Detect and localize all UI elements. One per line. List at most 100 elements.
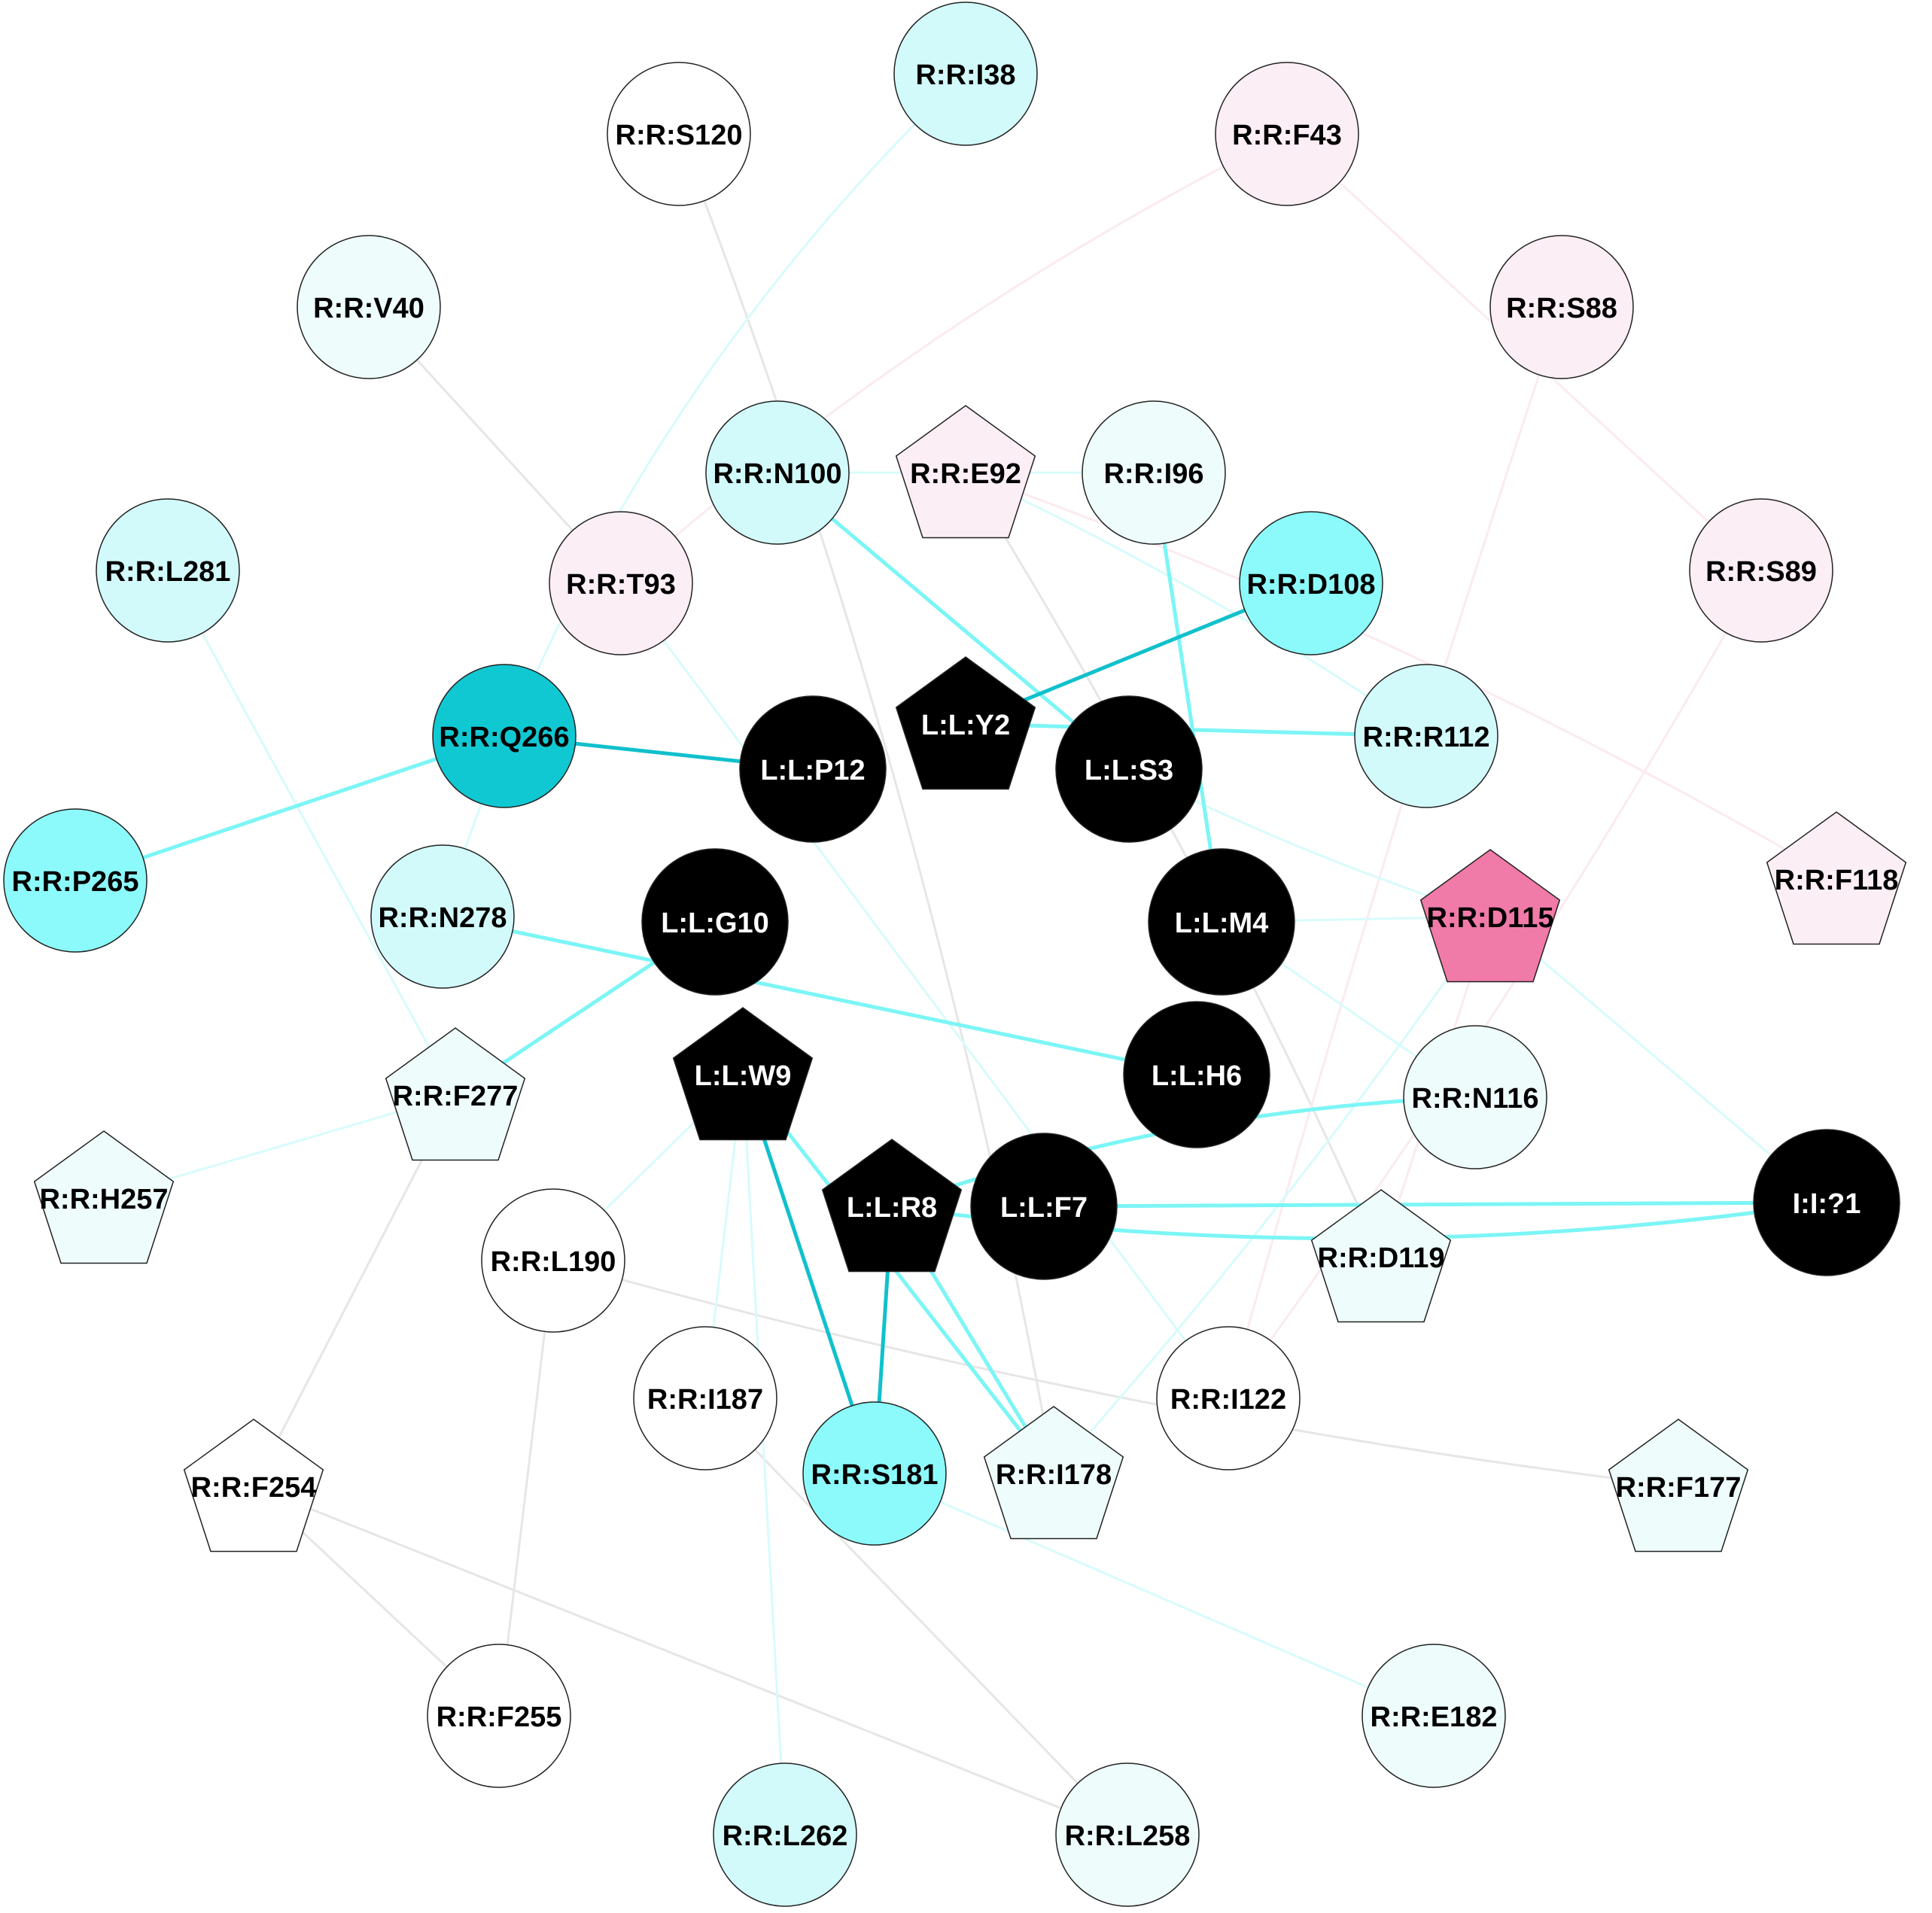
node-r-r-s88: R:R:S88 — [1489, 235, 1634, 379]
node-r-r-d119-label: R:R:D119 — [1318, 1242, 1445, 1274]
node-r-r-i38-label: R:R:I38 — [915, 59, 1015, 91]
node-r-r-q266-shape — [432, 664, 577, 808]
node-r-r-d119-shape — [1310, 1189, 1452, 1323]
node-r-r-f255-label: R:R:F255 — [437, 1702, 562, 1733]
node-r-r-n100-shape — [705, 400, 850, 545]
edge-r-r-n278-to-l-l-h6 — [440, 914, 1199, 1077]
node-l-l-r8-label: L:L:R8 — [847, 1192, 937, 1224]
edge-r-r-f43-to-r-r-t93 — [619, 132, 1289, 585]
node-i-i-1: I:I:?1 — [1753, 1129, 1900, 1276]
node-r-r-f118: R:R:F118 — [1766, 811, 1907, 945]
node-r-r-l281-label: R:R:L281 — [105, 556, 231, 588]
node-layer: L:L:Y2L:L:S3L:L:M4L:L:H6L:L:F7L:L:R8L:L:… — [3, 2, 1907, 1907]
edge-r-r-e92-to-r-r-r112 — [964, 471, 1428, 738]
node-r-r-f118-label: R:R:F118 — [1775, 865, 1899, 896]
node-r-r-d108-label: R:R:D108 — [1246, 569, 1375, 601]
node-l-l-s3-shape — [1055, 695, 1203, 843]
node-r-r-p265-label: R:R:P265 — [12, 866, 139, 898]
node-r-r-f177-shape — [1608, 1419, 1749, 1553]
node-r-r-n278-shape — [370, 844, 515, 989]
node-r-r-i96-label: R:R:I96 — [1103, 458, 1203, 490]
node-r-r-f255-shape — [427, 1644, 571, 1788]
node-r-r-f277-label: R:R:F277 — [393, 1081, 519, 1112]
node-r-r-l262: R:R:L262 — [713, 1762, 857, 1907]
node-r-r-i96-shape — [1082, 400, 1226, 545]
node-r-r-s181-label: R:R:S181 — [811, 1459, 939, 1491]
node-r-r-f43-label: R:R:F43 — [1232, 120, 1342, 151]
edge-r-r-e92-to-r-r-f118 — [964, 471, 1838, 880]
node-l-l-g10-shape — [641, 848, 789, 996]
node-l-l-f7: L:L:F7 — [970, 1133, 1118, 1280]
edge-r-r-s181-to-r-r-e182 — [873, 1472, 1435, 1717]
node-l-l-p12-label: L:L:P12 — [760, 755, 865, 786]
node-l-l-p12-shape — [739, 695, 887, 843]
node-l-l-h6: L:L:H6 — [1123, 1001, 1270, 1148]
node-l-l-f7-shape — [970, 1133, 1118, 1280]
node-l-l-p12: L:L:P12 — [739, 695, 887, 843]
node-r-r-n116-label: R:R:N116 — [1412, 1083, 1539, 1115]
node-r-r-l262-label: R:R:L262 — [723, 1820, 848, 1852]
node-l-l-w9: L:L:W9 — [672, 1007, 814, 1141]
node-r-r-r112-shape — [1354, 664, 1498, 808]
node-r-r-l262-shape — [713, 1762, 857, 1907]
node-r-r-q266-label: R:R:Q266 — [439, 722, 569, 753]
node-r-r-d108-shape — [1239, 511, 1383, 655]
node-r-r-t93: R:R:T93 — [549, 511, 693, 655]
node-r-r-i38: R:R:I38 — [893, 2, 1038, 146]
node-r-r-i187: R:R:I187 — [633, 1326, 777, 1470]
node-l-l-r8: L:L:R8 — [821, 1139, 963, 1273]
node-r-r-s120: R:R:S120 — [607, 62, 751, 206]
node-r-r-f255: R:R:F255 — [427, 1644, 571, 1788]
node-l-l-h6-shape — [1123, 1001, 1270, 1148]
node-r-r-i187-shape — [633, 1326, 777, 1470]
node-r-r-i178-label: R:R:I178 — [996, 1459, 1112, 1491]
node-r-r-e182-label: R:R:E182 — [1371, 1702, 1498, 1733]
edge-r-r-l281-to-r-r-f277 — [166, 569, 457, 1096]
node-r-r-h257-shape — [33, 1130, 175, 1264]
node-r-r-i96: R:R:I96 — [1082, 400, 1226, 545]
node-r-r-d108: R:R:D108 — [1239, 511, 1383, 655]
node-r-r-n278: R:R:N278 — [370, 844, 515, 989]
node-r-r-f277-shape — [385, 1027, 526, 1161]
node-l-l-g10-label: L:L:G10 — [661, 908, 769, 939]
node-r-r-s181-shape — [802, 1401, 947, 1546]
node-r-r-s89-shape — [1689, 498, 1833, 643]
node-r-r-i122-shape — [1156, 1326, 1301, 1470]
node-r-r-s88-label: R:R:S88 — [1506, 293, 1617, 324]
node-l-l-m4-shape — [1148, 848, 1295, 996]
edge-r-r-f254-to-r-r-l258 — [252, 1485, 1129, 1836]
edge-r-r-s89-to-r-r-i122 — [1227, 569, 1763, 1400]
node-r-r-e182-shape — [1362, 1644, 1506, 1788]
node-r-r-s120-shape — [607, 62, 751, 206]
node-r-r-f118-shape — [1766, 811, 1907, 945]
node-r-r-v40: R:R:V40 — [297, 235, 441, 379]
node-l-l-y2-shape — [895, 656, 1036, 790]
node-l-l-f7-label: L:L:F7 — [1000, 1192, 1088, 1224]
node-r-r-s88-shape — [1489, 235, 1634, 379]
node-r-r-t93-shape — [549, 511, 693, 655]
node-r-r-f43: R:R:F43 — [1215, 62, 1359, 206]
node-r-r-e92-shape — [895, 405, 1036, 539]
node-r-r-s89: R:R:S89 — [1689, 498, 1833, 643]
node-r-r-s181: R:R:S181 — [802, 1401, 947, 1546]
node-r-r-f254-label: R:R:F254 — [191, 1472, 317, 1504]
node-r-r-l258-label: R:R:L258 — [1065, 1820, 1191, 1852]
node-r-r-n278-label: R:R:N278 — [378, 902, 507, 934]
node-r-r-l190: R:R:L190 — [481, 1188, 625, 1333]
edge-r-r-t93-to-r-r-i122 — [619, 582, 1230, 1400]
node-l-l-r8-shape — [821, 1139, 963, 1273]
node-r-r-p265: R:R:P265 — [3, 808, 148, 953]
node-r-r-d115-label: R:R:D115 — [1427, 902, 1554, 934]
node-r-r-d115-shape — [1419, 849, 1561, 983]
node-l-l-m4: L:L:M4 — [1148, 848, 1295, 996]
node-r-r-v40-label: R:R:V40 — [313, 293, 424, 324]
node-r-r-l190-shape — [481, 1188, 625, 1333]
node-r-r-l281: R:R:L281 — [96, 498, 240, 643]
node-r-r-h257: R:R:H257 — [33, 1130, 175, 1264]
node-r-r-d115: R:R:D115 — [1419, 849, 1561, 983]
node-r-r-n116-shape — [1403, 1025, 1547, 1169]
node-r-r-r112-label: R:R:R112 — [1363, 722, 1490, 753]
edge-r-r-l190-to-r-r-f177 — [552, 1259, 1680, 1488]
node-r-r-f254-shape — [183, 1419, 324, 1553]
